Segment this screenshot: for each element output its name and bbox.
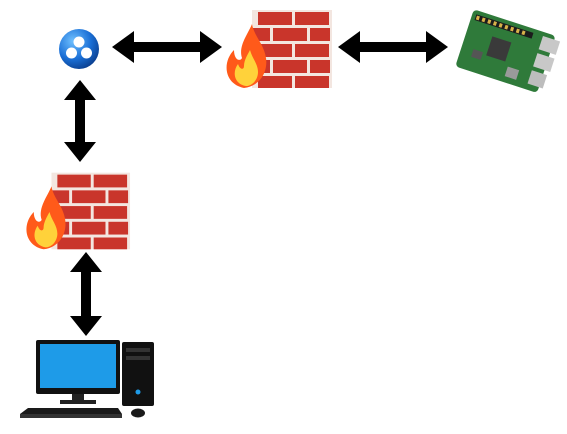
desktop-computer-icon xyxy=(16,338,162,422)
bidirectional-arrow-horizontal xyxy=(112,31,222,63)
bidirectional-arrow-vertical xyxy=(64,80,96,162)
firewall-icon xyxy=(22,168,132,252)
bidirectional-arrow-horizontal xyxy=(338,31,448,63)
bidirectional-arrow-vertical xyxy=(70,252,102,336)
internet-globe-icon xyxy=(56,26,102,72)
raspberry-pi-board-icon xyxy=(452,4,564,102)
firewall-icon xyxy=(222,6,334,90)
